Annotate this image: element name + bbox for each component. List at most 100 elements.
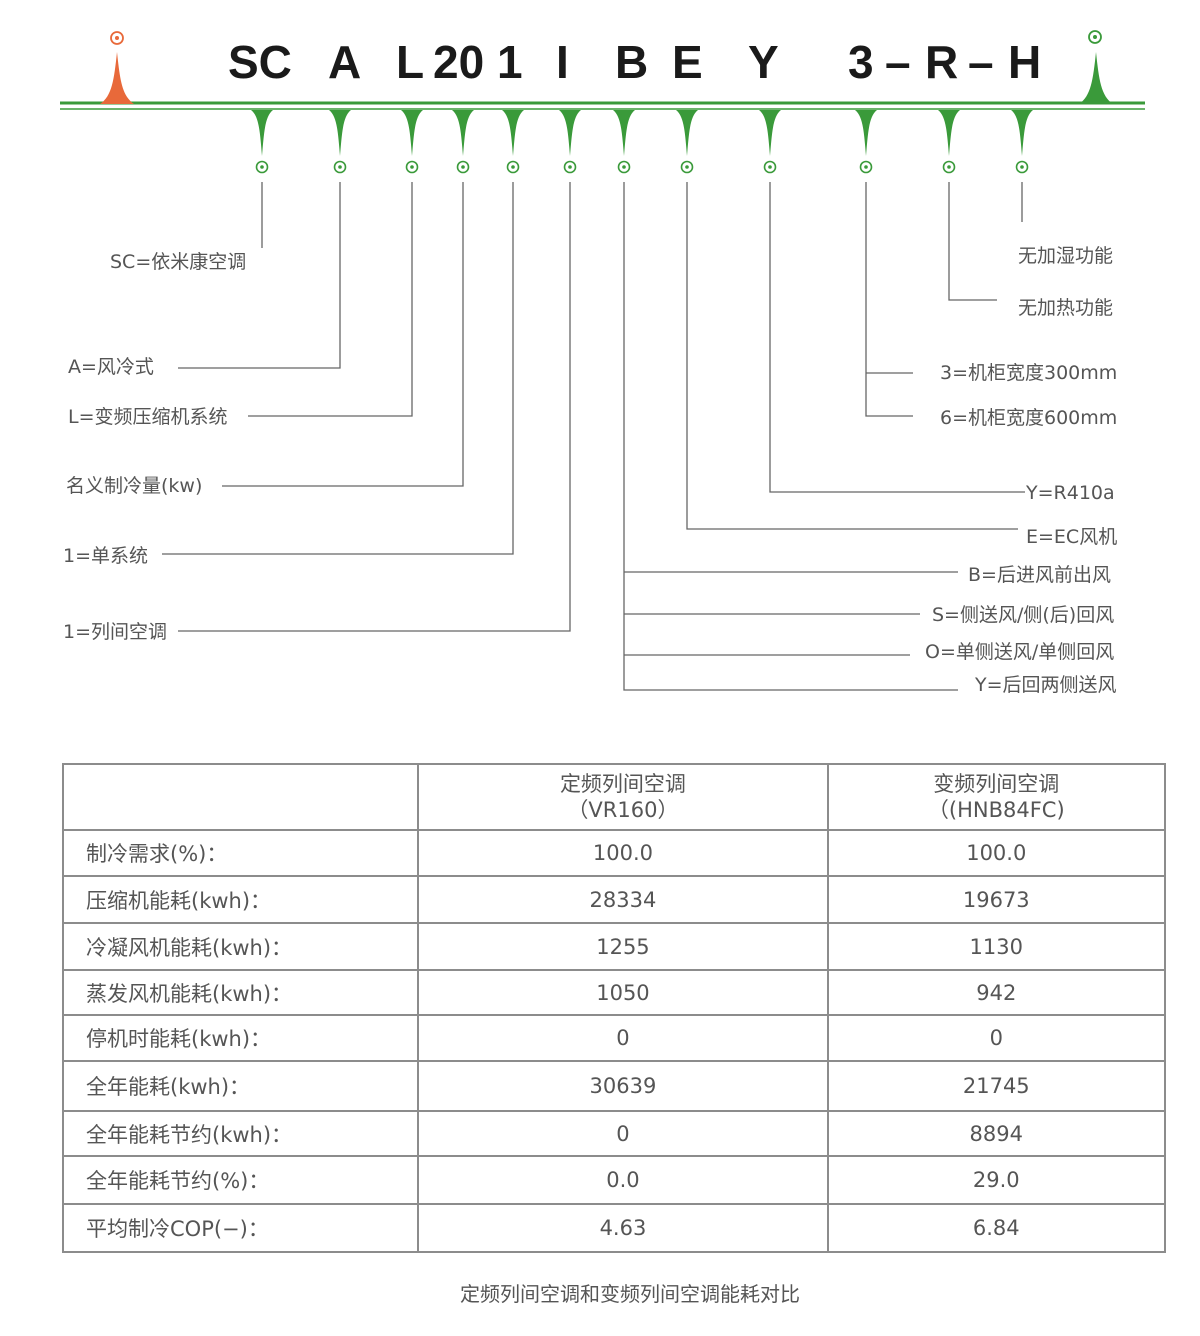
row-label: 停机时能耗(kwh)： [61, 1014, 420, 1062]
code-r: R [925, 36, 958, 88]
code-e: E [672, 36, 703, 88]
drop-marker [251, 110, 273, 156]
code-b: B [615, 36, 648, 88]
right-peak-marker [1079, 52, 1113, 104]
drop-dot [617, 160, 631, 174]
drop-marker [1011, 110, 1033, 156]
label-width-600: 6=机柜宽度600mm [940, 407, 1117, 429]
drop-dot [405, 160, 419, 174]
code-a: A [328, 36, 361, 88]
code-dash-2: – [968, 36, 994, 88]
header-fixed-freq-title: 定频列间空调 [559, 772, 686, 796]
code-l: L [396, 36, 424, 88]
fixed-freq-value: 100.0 [417, 829, 829, 877]
inverter-value: 942 [826, 969, 1167, 1016]
header-inverter: 变频列间空调 （(HNB84FC) [826, 763, 1167, 831]
drop-marker [502, 110, 524, 156]
row-label: 平均制冷COP(−)： [61, 1203, 420, 1253]
row-label: 冷凝风机能耗(kwh)： [61, 922, 420, 971]
drop-marker [759, 110, 781, 156]
label-no-heater: 无加热功能 [1018, 297, 1113, 319]
row-label: 全年能耗(kwh)： [61, 1060, 420, 1112]
label-capacity: 名义制冷量(kw) [66, 475, 202, 497]
label-width-300: 3=机柜宽度300mm [940, 362, 1117, 384]
row-label: 蒸发风机能耗(kwh)： [61, 969, 420, 1016]
label-air-cooled: A=风冷式 [68, 356, 154, 378]
drop-marker [676, 110, 698, 156]
label-no-humidifier: 无加湿功能 [1018, 245, 1113, 267]
row-label: 全年能耗节约(kwh)： [61, 1110, 420, 1157]
header-fixed-freq-model: （VR160） [567, 798, 679, 822]
left-peak-marker [100, 52, 134, 104]
label-sc: SC=依米康空调 [110, 251, 246, 273]
table-caption: 定频列间空调和变频列间空调能耗对比 [460, 1282, 800, 1306]
label-airflow-o: O=单侧送风/单侧回风 [925, 641, 1114, 663]
drop-dot [563, 160, 577, 174]
label-airflow-b: B=后进风前出风 [968, 564, 1111, 586]
code-i: I [556, 36, 569, 88]
table-header-row: 定频列间空调 （VR160） 变频列间空调 （(HNB84FC) [61, 763, 1167, 831]
drop-dot [763, 160, 777, 174]
drop-marker [855, 110, 877, 156]
right-peak-dot [1088, 30, 1102, 44]
header-empty [61, 763, 420, 831]
left-peak-dot [110, 31, 124, 45]
code-single: 1 [497, 36, 523, 88]
header-inverter-model: （(HNB84FC) [927, 798, 1065, 822]
code-sc: SC [228, 36, 292, 88]
drop-dot [333, 160, 347, 174]
inverter-value: 0 [826, 1014, 1167, 1062]
drop-dot [456, 160, 470, 174]
fixed-freq-value: 1255 [417, 922, 829, 971]
drop-marker [401, 110, 423, 156]
inverter-value: 21745 [826, 1060, 1167, 1112]
drop-dot [680, 160, 694, 174]
label-row-ac: 1=列间空调 [63, 621, 167, 643]
drop-dot [1015, 160, 1029, 174]
drop-marker [452, 110, 474, 156]
inverter-value: 6.84 [826, 1203, 1167, 1253]
header-fixed-freq: 定频列间空调 （VR160） [417, 763, 829, 831]
fixed-freq-value: 30639 [417, 1060, 829, 1112]
drop-dot [255, 160, 269, 174]
code-capacity: 20 [433, 36, 484, 88]
label-inverter: L=变频压缩机系统 [68, 406, 228, 428]
fixed-freq-value: 0.0 [417, 1155, 829, 1205]
fixed-freq-value: 4.63 [417, 1203, 829, 1253]
inverter-value: 100.0 [826, 829, 1167, 877]
drop-dot [942, 160, 956, 174]
fixed-freq-value: 0 [417, 1110, 829, 1157]
drop-marker [938, 110, 960, 156]
code-drop-markers [251, 110, 1033, 174]
row-label: 全年能耗节约(%)： [61, 1155, 420, 1205]
drop-marker [329, 110, 351, 156]
energy-comparison-table: 定频列间空调 （VR160） 变频列间空调 （(HNB84FC) 制冷需求(%)… [61, 763, 1167, 1253]
fixed-freq-value: 0 [417, 1014, 829, 1062]
code-h: H [1008, 36, 1041, 88]
code-dash-1: – [885, 36, 911, 88]
drop-dot [506, 160, 520, 174]
fixed-freq-value: 1050 [417, 969, 829, 1016]
label-airflow-s: S=侧送风/侧(后)回风 [932, 604, 1114, 626]
label-refrigerant: Y=R410a [1025, 482, 1115, 504]
row-label: 制冷需求(%)： [61, 829, 420, 877]
drop-marker [613, 110, 635, 156]
model-code: SC A L 20 1 I B E Y 3 – R – H [228, 36, 1041, 88]
drop-marker [559, 110, 581, 156]
connector-lines [162, 182, 1025, 691]
inverter-value: 29.0 [826, 1155, 1167, 1205]
inverter-value: 1130 [826, 922, 1167, 971]
label-ec-fan: E=EC风机 [1026, 526, 1117, 548]
label-single-system: 1=单系统 [63, 545, 148, 567]
model-code-diagram: SC A L 20 1 I B E Y 3 – R – H SC=依米康空调 A [60, 30, 1145, 696]
fixed-freq-value: 28334 [417, 875, 829, 924]
